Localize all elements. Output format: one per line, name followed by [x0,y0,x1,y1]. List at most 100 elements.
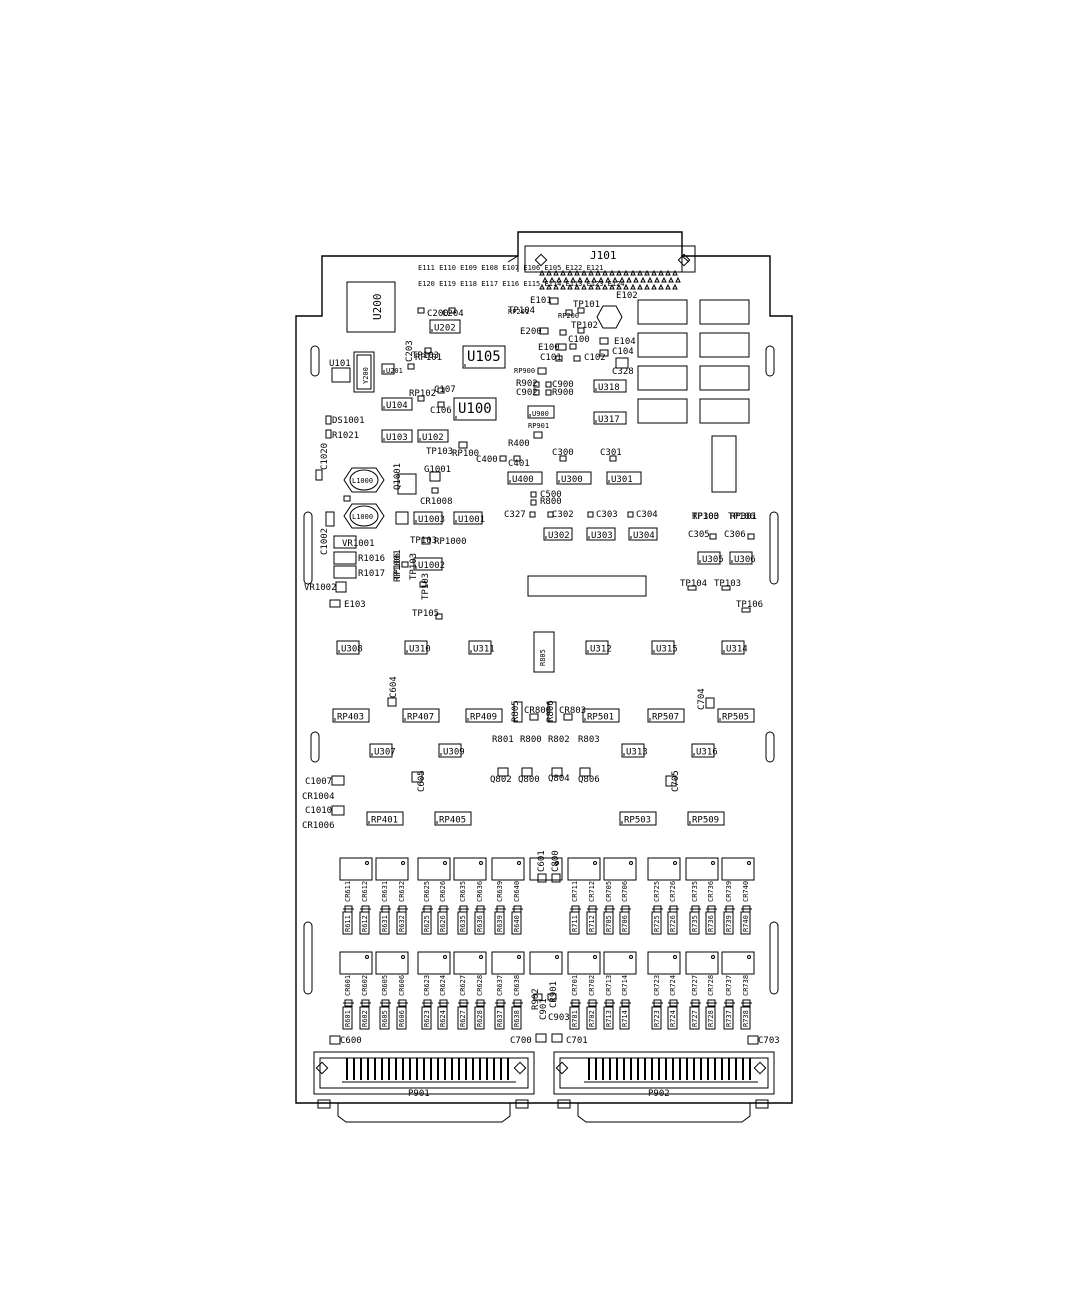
part-label: C328 [612,367,634,377]
relay-pin1 [629,955,633,959]
connector-p902: P902 [553,1051,775,1123]
small-part [547,993,557,1001]
connector-pin [493,1058,495,1080]
part-label: C701 [566,1036,588,1046]
part-label: C203 [405,340,415,362]
resistor-label: R639 [496,915,504,932]
chip-rp403: RP403 [332,708,370,723]
part-label: C1020 [320,443,330,470]
small-part [424,347,432,354]
chip-label: U900 [532,410,549,418]
part-label: C107 [434,385,456,395]
chip-body [336,640,360,655]
chip-label: U307 [374,748,396,758]
resistor-label: R736 [707,915,715,932]
small-part [547,511,554,518]
connector-pin [539,283,545,290]
part-label: CR1008 [420,497,453,507]
part-label: TP106 [393,553,403,580]
header-row-1: E111 E110 E109 E108 E107 E106 E105 E122 … [418,264,603,272]
resistor [689,911,700,935]
connector-pin [679,1058,681,1080]
chip-u303: U303 [586,527,616,541]
part-label: C302 [552,510,574,520]
diode-label: CR713 [605,975,613,996]
relay-pin1 [479,861,483,865]
diode-label: CR726 [669,881,677,902]
small-part [537,367,547,375]
connector-pin [574,283,580,290]
chip-rp507: RP507 [647,708,685,723]
chip-u310: U310 [404,640,431,655]
relay-pin1 [365,955,369,959]
diode-label: CR739 [725,881,733,902]
chip-label: U314 [726,645,748,655]
small-part [559,329,567,336]
chip-u318: U318 [593,379,627,393]
part-label: C104 [612,347,634,357]
resistor [740,911,751,935]
chip-body [453,511,483,525]
small-part [437,387,445,394]
chip-body [507,471,543,485]
chip-label: U202 [434,324,456,334]
part-label: C600 [340,1036,362,1046]
resistor [359,911,370,935]
chip-label: RP503 [624,816,651,826]
diode-cr800 [529,713,539,721]
resistor-label: R628 [476,1010,484,1027]
resistor [705,1006,716,1030]
resistor-label: R739 [725,915,733,932]
relay-module [685,857,719,881]
connector-pin [539,269,545,276]
part-label: C604 [389,676,399,698]
small-part [458,441,468,449]
resistor [723,1006,734,1030]
relay-pin1 [443,955,447,959]
resistor [667,911,678,935]
connector-pin [591,276,597,283]
relay-module [567,857,601,881]
connector-pin [661,276,667,283]
connector-pin [665,269,671,276]
part-label: TP103 [692,512,719,522]
connector-p901: P901 [313,1051,535,1123]
relay-block [637,332,688,358]
chip-label: RP501 [587,713,614,723]
relay-module [417,951,451,975]
part-label: E102 [616,291,638,301]
chip-body [462,345,506,369]
mounting-slot [765,345,775,377]
chip-body [556,471,592,485]
small-part [448,307,456,314]
connector-pin [616,283,622,290]
connector-pin [686,1058,688,1080]
inductor-l1002: L1000 [343,503,385,529]
resistor [474,1006,485,1030]
resistor-label: R711 [571,915,579,932]
chip-u103: U103 [381,429,413,443]
part-label: CR800 [524,706,551,716]
part-label: C800 [551,850,561,872]
relay-module [529,857,563,881]
resistor [511,911,522,935]
small-part [539,327,549,335]
relay-module [529,951,563,975]
resistor-label: R623 [423,1010,431,1027]
connector-pin [546,283,552,290]
resistor [651,911,662,935]
resistor-label: R740 [742,915,750,932]
diode-label: CR711 [571,881,579,902]
part-label: E103 [344,600,366,610]
small-part [325,429,332,439]
small-part [535,1033,547,1043]
resistor [457,911,468,935]
relay-module [417,857,451,881]
connector-pin [605,276,611,283]
part-label: C303 [596,510,618,520]
hex-standoff [596,305,623,329]
part-label: R902 [531,988,541,1010]
chip-body [413,511,443,525]
connector-pin [581,283,587,290]
diode-label: CR701 [571,975,579,996]
